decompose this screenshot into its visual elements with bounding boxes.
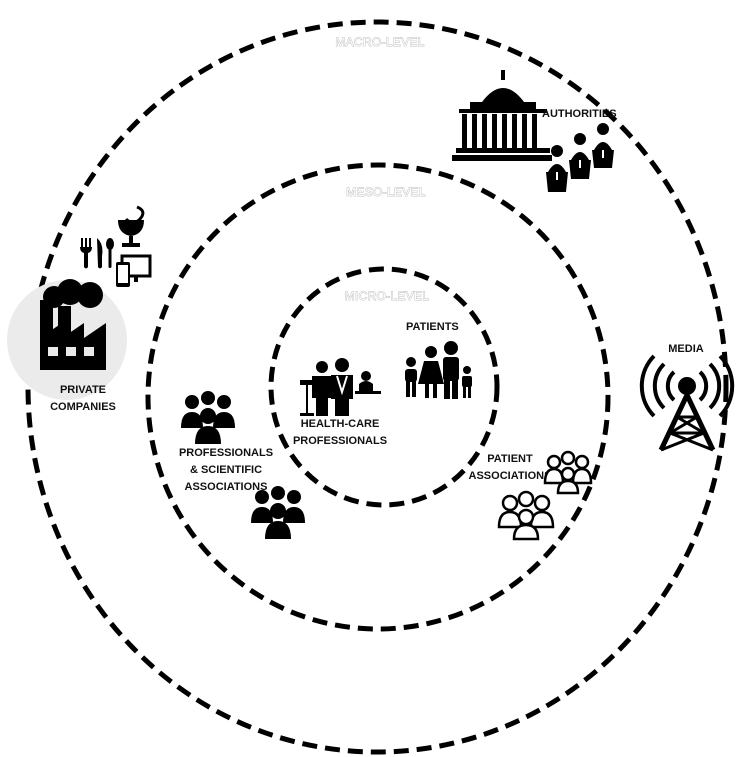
health-care-professionals-label-line2: PROFESSIONALS	[293, 435, 387, 447]
family-icon	[405, 341, 472, 399]
patients-label: PATIENTS	[406, 321, 459, 333]
authorities-label: AUTHORITIES	[542, 108, 617, 120]
professionals-associations-label-line3: ASSOCIATIONS	[185, 481, 268, 493]
micro-level-circle	[268, 266, 500, 508]
macro-level-label: MACRO-LEVEL	[335, 35, 424, 49]
meso-level-label: MESO-LEVEL	[346, 185, 426, 199]
group-icon	[497, 490, 555, 541]
food-medicine-electronics-icon	[80, 205, 152, 287]
patient-associations-label-line1: PATIENT	[487, 453, 533, 465]
factory-icon	[40, 279, 106, 370]
macro-level-circle	[25, 19, 729, 755]
professionals-associations-label-line1: PROFESSIONALS	[179, 447, 273, 459]
group-icon	[251, 486, 305, 539]
speakers-podium-icon	[546, 123, 614, 192]
meso-level-circle	[145, 162, 611, 632]
media-label: MEDIA	[668, 343, 704, 355]
group-icon	[181, 391, 235, 444]
radio-tower-icon	[639, 354, 735, 452]
micro-level-label: MICRO-LEVEL	[345, 289, 430, 303]
professionals-associations-label-line2: & SCIENTIFIC	[190, 464, 262, 476]
health-care-professionals-label-line1: HEALTH-CARE	[301, 418, 380, 430]
capitol-building-icon	[452, 70, 552, 161]
doctors-icon	[300, 358, 381, 416]
group-icon	[543, 450, 593, 495]
patient-associations-label-line2: ASSOCIATIONS	[469, 470, 552, 482]
private-companies-label-line2: COMPANIES	[50, 401, 116, 413]
private-companies-label-line1: PRIVATE	[60, 384, 106, 396]
